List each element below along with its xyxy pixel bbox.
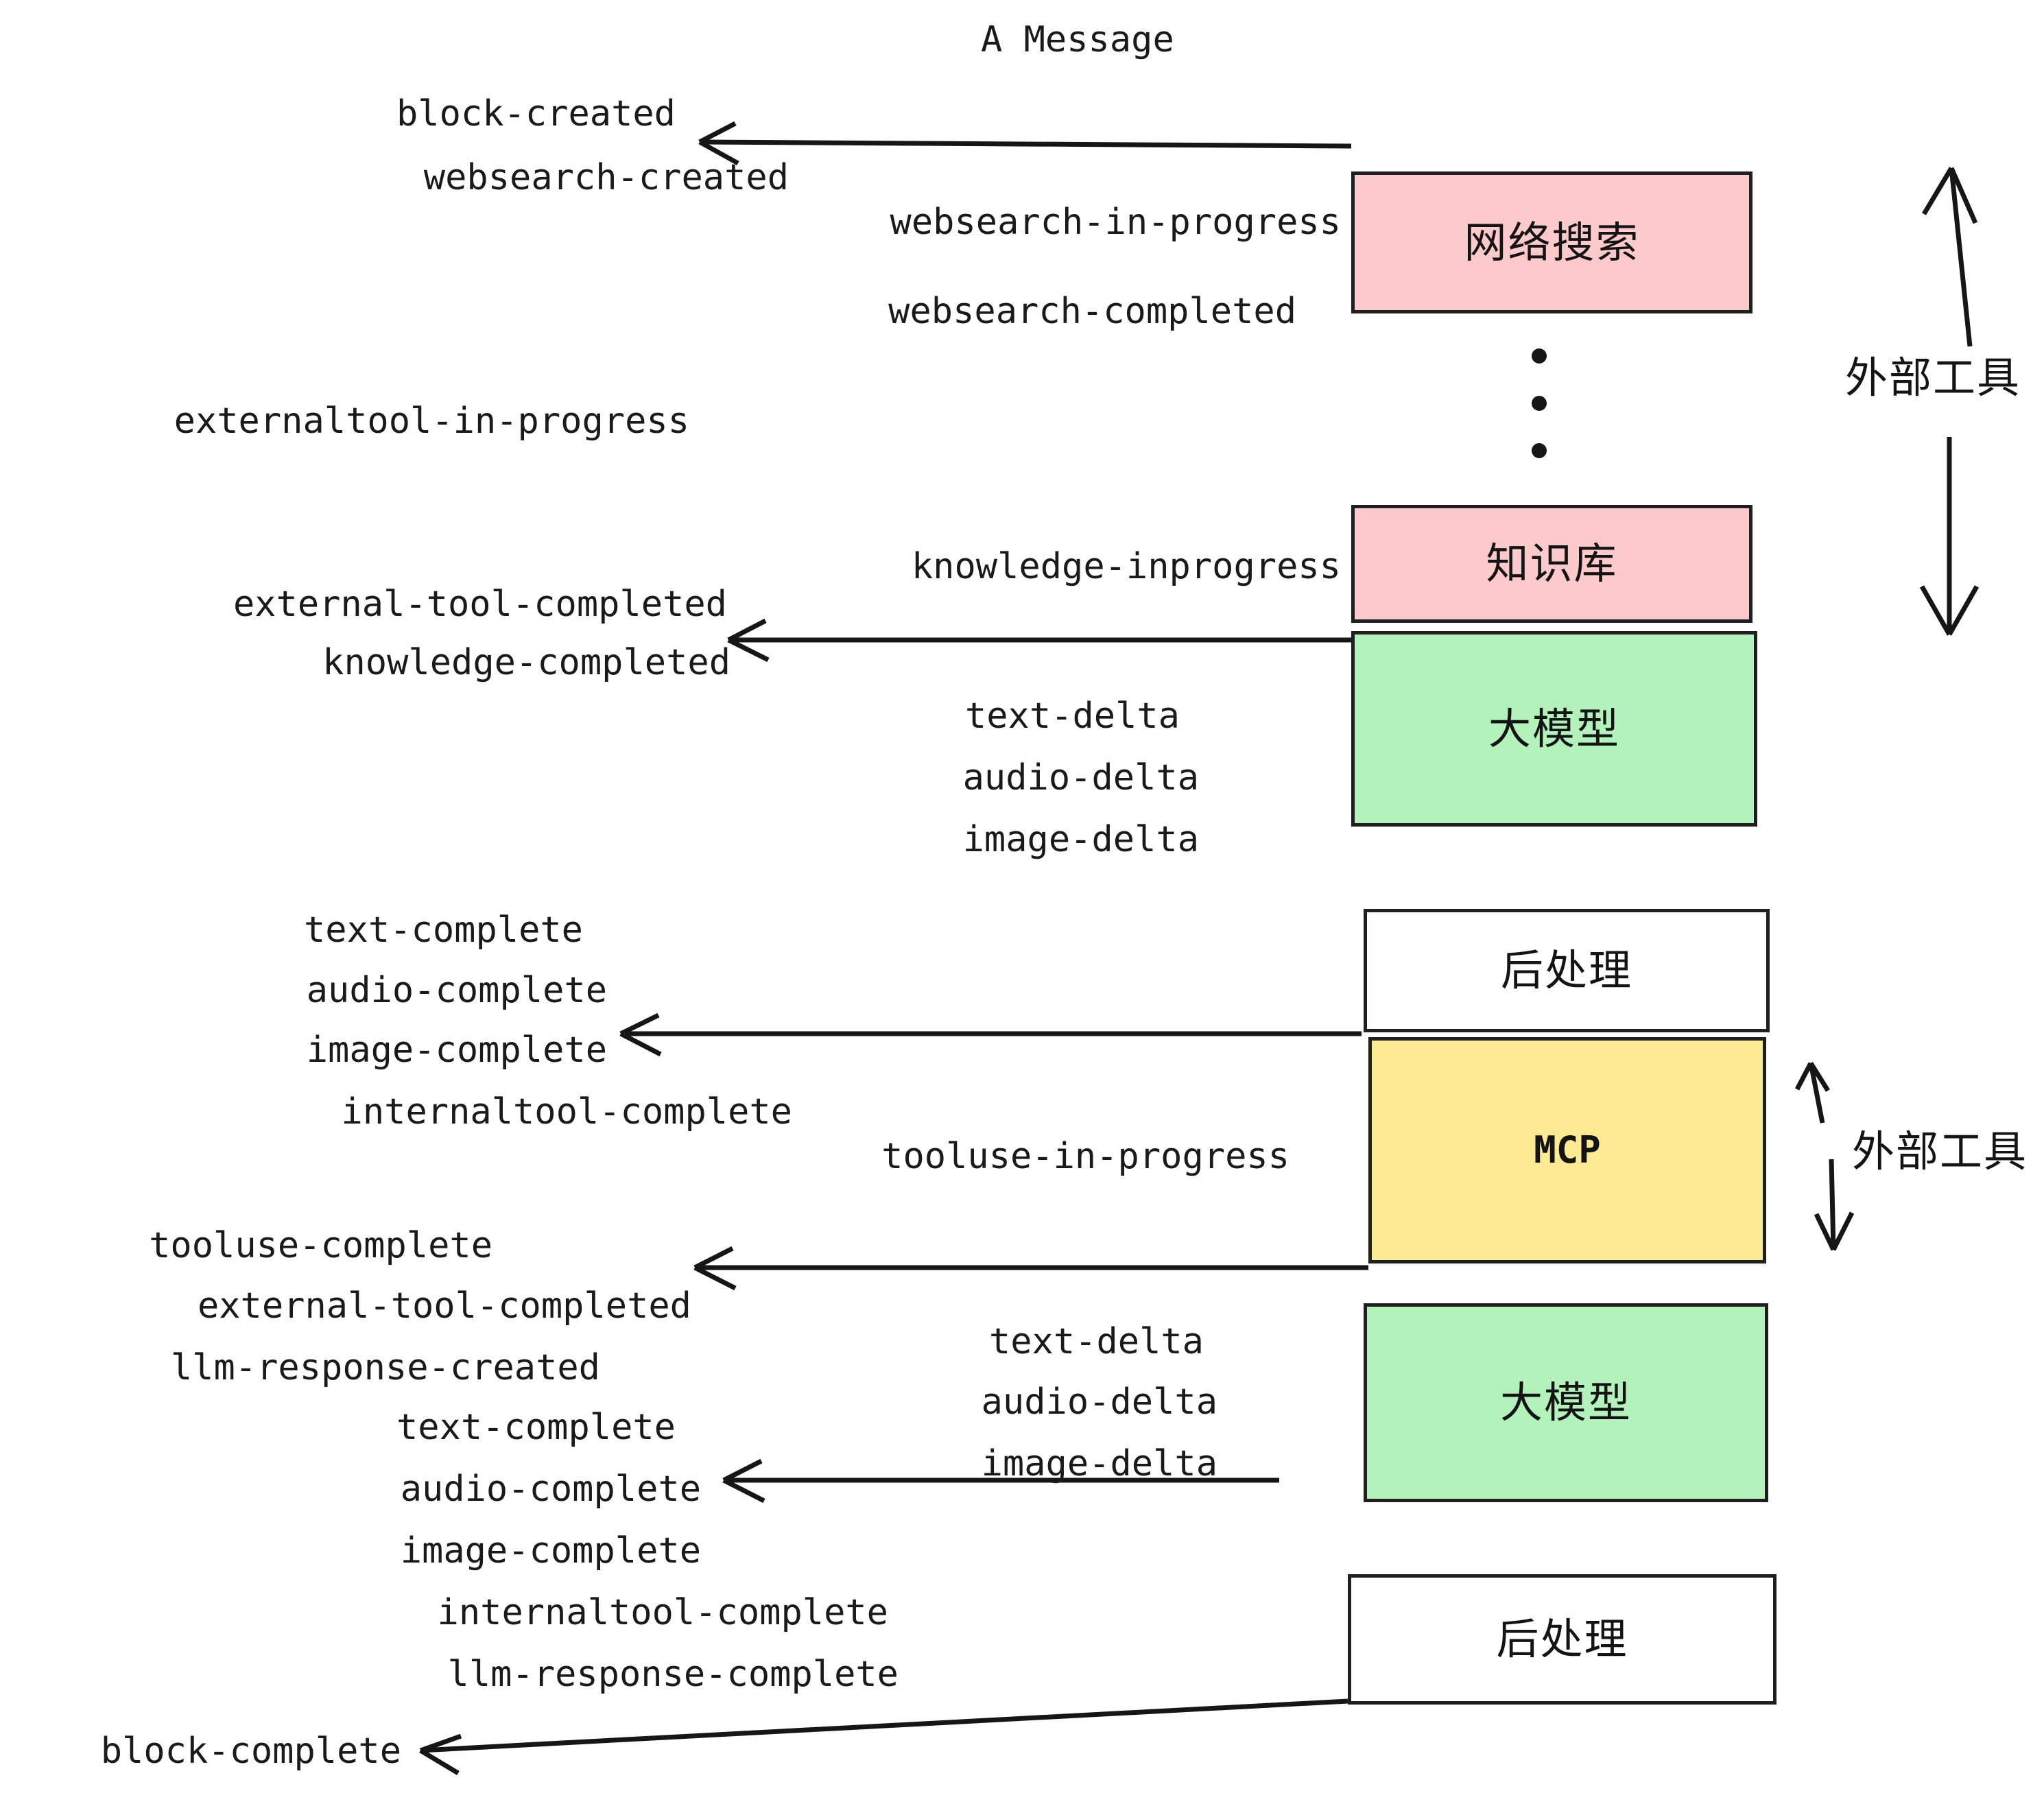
event-knowledge-completed: knowledge-completed — [322, 642, 730, 683]
box-llm-upper-label: 大模型 — [1488, 703, 1620, 754]
box-llm-lower-label: 大模型 — [1499, 1377, 1632, 1427]
box-postprocess-upper: 后处理 — [1364, 909, 1770, 1032]
box-knowledge-label: 知识库 — [1486, 538, 1618, 589]
label-external-tool-lower: 外部工具 — [1852, 1126, 2028, 1176]
event-text-delta-2: text-delta — [988, 1321, 1204, 1362]
external-tool-down-arrow-upper — [1919, 437, 1980, 636]
dot-3 — [1532, 443, 1547, 458]
box-mcp-label: MCP — [1534, 1128, 1601, 1172]
event-image-delta-2: image-delta — [981, 1443, 1217, 1484]
arrow-postprocess-to-image-complete — [619, 1012, 1362, 1057]
dot-1 — [1532, 348, 1547, 364]
event-websearch-created: websearch-created — [423, 157, 789, 198]
event-internaltool-complete-2: internaltool-complete — [437, 1592, 888, 1633]
event-text-complete-1: text-complete — [304, 910, 583, 951]
event-audio-delta-2: audio-delta — [981, 1381, 1217, 1423]
event-websearch-in-progress: websearch-in-progress — [890, 202, 1341, 243]
event-text-delta-1: text-delta — [964, 696, 1180, 737]
event-external-tool-completed-1: external-tool-completed — [233, 584, 727, 625]
external-tool-up-arrow-lower — [1794, 1062, 1830, 1124]
event-block-complete: block-complete — [100, 1731, 401, 1772]
arrow-mcp-to-tooluse-complete — [693, 1246, 1368, 1291]
event-image-delta-1: image-delta — [962, 819, 1199, 860]
box-knowledge: 知识库 — [1351, 505, 1752, 623]
event-image-complete-1: image-complete — [306, 1030, 607, 1071]
box-llm-lower: 大模型 — [1364, 1303, 1768, 1502]
box-postprocess-lower: 后处理 — [1348, 1574, 1776, 1705]
event-llm-response-complete: llm-response-complete — [447, 1654, 899, 1695]
event-tooluse-complete: tooluse-complete — [149, 1225, 492, 1266]
event-tooluse-in-progress: tooluse-in-progress — [881, 1136, 1290, 1177]
box-postprocess-lower-label: 后处理 — [1496, 1614, 1628, 1664]
dot-2 — [1532, 396, 1547, 411]
external-tool-up-arrow-upper — [1921, 167, 1978, 347]
event-websearch-completed: websearch-completed — [888, 291, 1296, 332]
box-mcp: MCP — [1368, 1037, 1766, 1263]
arrow-knowledge-to-knowledge-completed — [727, 618, 1351, 663]
event-image-complete-2: image-complete — [400, 1530, 701, 1571]
ellipsis-dots — [1531, 348, 1547, 458]
event-block-created: block-created — [396, 93, 676, 134]
page-title: A Message — [981, 19, 1174, 60]
label-external-tool-upper: 外部工具 — [1845, 353, 2021, 403]
event-llm-response-created: llm-response-created — [170, 1347, 600, 1388]
event-internaltool-complete-1: internaltool-complete — [341, 1091, 792, 1132]
event-text-complete-2: text-complete — [396, 1407, 676, 1448]
event-knowledge-inprogress: knowledge-inprogress — [911, 546, 1341, 587]
box-postprocess-upper-label: 后处理 — [1500, 945, 1632, 995]
event-external-tool-completed-2: external-tool-completed — [197, 1285, 691, 1327]
box-llm-upper: 大模型 — [1351, 631, 1757, 827]
arrow-websearch-to-block-created — [698, 121, 1352, 166]
external-tool-down-arrow-lower — [1814, 1159, 1855, 1251]
event-externaltool-in-progress: externaltool-in-progress — [174, 401, 689, 442]
box-websearch: 网络搜索 — [1351, 171, 1752, 313]
event-audio-complete-2: audio-complete — [400, 1469, 701, 1510]
event-audio-delta-1: audio-delta — [962, 757, 1199, 798]
event-audio-complete-1: audio-complete — [306, 970, 607, 1011]
arrow-postprocess-to-block-complete — [419, 1698, 1348, 1776]
box-websearch-label: 网络搜索 — [1464, 217, 1640, 268]
